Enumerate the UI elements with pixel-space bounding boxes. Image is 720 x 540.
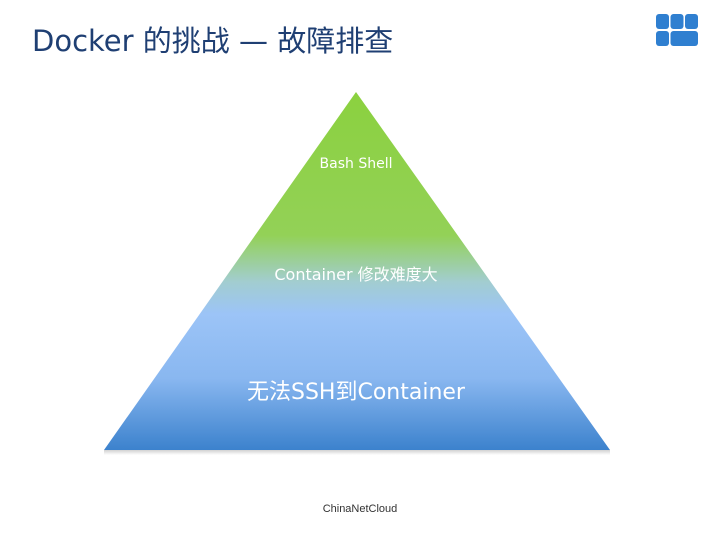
pyramid-level-bottom-label: 无法SSH到Container (247, 380, 465, 405)
pyramid-shape (104, 92, 610, 450)
pyramid-level-middle-label: Container 修改难度大 (274, 265, 438, 284)
pyramid-level-top-label: Bash Shell (319, 156, 393, 172)
footer-brand: ChinaNetCloud (322, 503, 398, 515)
pyramid-shadow (104, 450, 610, 455)
slide-title: Docker 的挑战 — 故障排查 (32, 24, 394, 58)
grid-logo-icon (656, 14, 698, 46)
